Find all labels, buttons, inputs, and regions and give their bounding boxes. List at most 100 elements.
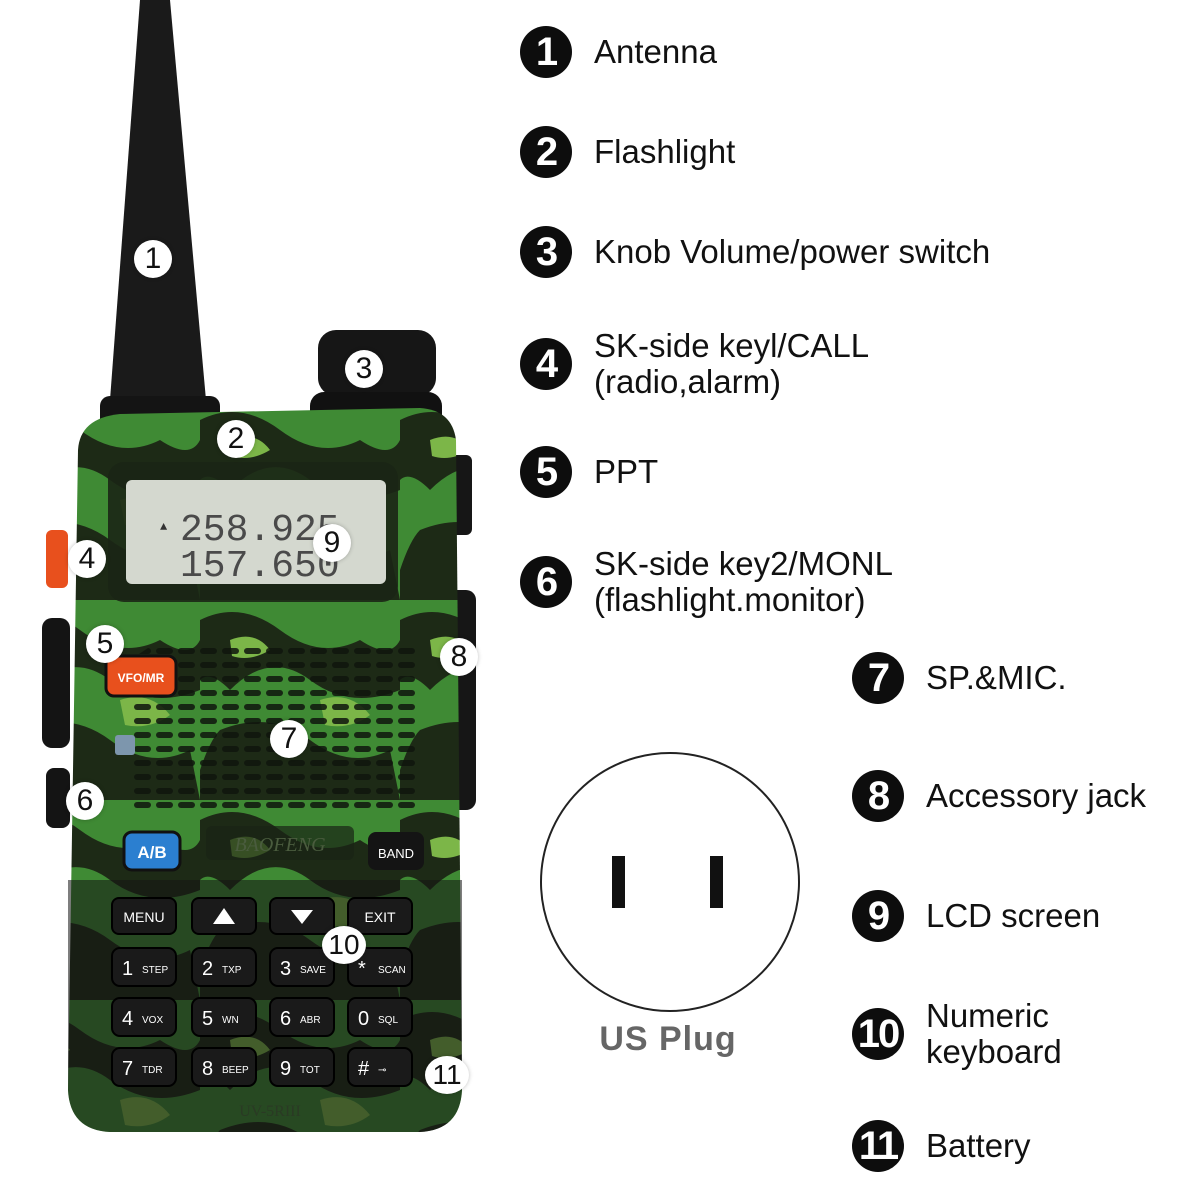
keypad-digit: 7 [122, 1058, 133, 1080]
radio-drawing: ▲ 258.925 157.650 VFO/MR A/B BAOFENG BAN… [42, 0, 476, 1132]
keypad-digit: 2 [202, 958, 213, 980]
legend-number: 8 [852, 770, 904, 822]
legend-label: Antenna [594, 33, 717, 70]
callout-accessory-jack: 8 [440, 638, 478, 676]
callout-speaker: 7 [270, 720, 308, 758]
legend-item-speaker: 7 SP.&MIC. [852, 652, 1067, 704]
keypad-key-k4 [111, 997, 177, 1037]
keypad-key-k5 [191, 997, 257, 1037]
callout-battery: 11 [425, 1056, 469, 1094]
legend-label: LCD screen [926, 897, 1101, 934]
callout-keypad: 10 [322, 926, 366, 964]
legend-number: 1 [520, 26, 572, 78]
model-label: UV-5RIII [239, 1103, 301, 1120]
legend-number: 2 [520, 126, 572, 178]
legend-item-accessory-jack: 8 Accessory jack [852, 770, 1146, 822]
keypad-digit: # [358, 1058, 370, 1080]
up-arrow-icon [213, 908, 235, 924]
keypad-sub-label: SQL [378, 1015, 398, 1026]
keypad-sub-label: ⊸ [378, 1065, 386, 1076]
lcd-marker: ▲ [160, 520, 168, 534]
sk-side-key2 [46, 768, 70, 828]
legend-label: SP.&MIC. [926, 659, 1067, 696]
legend-item-battery: 11 Battery [852, 1120, 1031, 1172]
ptt-button [42, 618, 70, 748]
led-indicator [115, 735, 135, 755]
keypad-key-k9 [269, 1047, 335, 1087]
keypad-digit: 6 [280, 1008, 291, 1030]
plug-label: US Plug [599, 1020, 737, 1058]
callout-lcd: 9 [313, 524, 351, 562]
us-plug-outlet [540, 752, 800, 1012]
svg-text:MENU: MENU [123, 909, 164, 925]
legend-item-ptt: 5 PPT [520, 446, 658, 498]
keypad-sub-label: WN [222, 1015, 239, 1026]
keypad-digit: 1 [122, 958, 133, 980]
legend-number: 3 [520, 226, 572, 278]
keypad-digit: 4 [122, 1008, 133, 1030]
svg-text:BAND: BAND [378, 846, 414, 861]
legend-label: SK-side key2/MONL (flashlight.monitor) [594, 545, 893, 618]
svg-text:VFO/MR: VFO/MR [118, 671, 165, 685]
legend-label: Battery [926, 1127, 1031, 1164]
legend-number: 10 [852, 1008, 904, 1060]
brand-logo: BAOFENG [234, 834, 326, 856]
keypad-digit: 0 [358, 1008, 369, 1030]
keypad-digit: 3 [280, 958, 291, 980]
legend-item-antenna: 1 Antenna [520, 26, 717, 78]
legend-item-sk-key2: 6 SK-side key2/MONL (flashlight.monitor) [520, 546, 893, 618]
keypad-key-k8 [191, 1047, 257, 1087]
exit-key [347, 897, 413, 935]
keypad-digit: 5 [202, 1008, 213, 1030]
keypad-sub-label: SCAN [378, 965, 406, 976]
keypad-sub-label: TXP [222, 965, 242, 976]
legend-label: Numeric keyboard [926, 997, 1062, 1070]
keypad-key-k7 [111, 1047, 177, 1087]
band-button [368, 832, 424, 870]
svg-text:A/B: A/B [137, 843, 166, 862]
keypad-sub-label: SAVE [300, 965, 326, 976]
legend-label: Knob Volume/power switch [594, 233, 991, 270]
keypad-key-kstar [347, 947, 413, 987]
callout-flashlight: 2 [217, 420, 255, 458]
sk-side-key1 [46, 530, 68, 588]
callout-sk-key2: 6 [66, 782, 104, 820]
antenna [110, 0, 206, 400]
legend-label: Flashlight [594, 133, 736, 170]
legend-item-flashlight: 2 Flashlight [520, 126, 735, 178]
plug-prong-left [612, 856, 625, 908]
callout-ptt: 5 [86, 625, 124, 663]
legend-label: SK-side keyl/CALL (radio,alarm) [594, 327, 870, 400]
legend-number: 6 [520, 556, 572, 608]
callout-knob: 3 [345, 350, 383, 388]
svg-text:EXIT: EXIT [364, 909, 396, 925]
keypad-sub-label: ABR [300, 1015, 321, 1026]
legend-item-lcd: 9 LCD screen [852, 890, 1100, 942]
keypad-digit: 8 [202, 1058, 213, 1080]
keypad-sub-label: TDR [142, 1065, 163, 1076]
callout-antenna: 1 [134, 240, 172, 278]
legend-number: 9 [852, 890, 904, 942]
legend-label: PPT [594, 453, 659, 490]
callout-sk-key1: 4 [68, 540, 106, 578]
lcd-line-2: 157.650 [180, 545, 340, 588]
keypad-sub-label: BEEP [222, 1065, 249, 1076]
menu-key [111, 897, 177, 935]
keypad-sub-label: TOT [300, 1065, 320, 1076]
keypad-key-k0 [347, 997, 413, 1037]
vfo-mr-button [104, 654, 178, 698]
keypad-sub-label: STEP [142, 965, 168, 976]
down-arrow-icon [291, 910, 313, 924]
legend-number: 11 [852, 1120, 904, 1172]
legend-item-keypad: 10 Numeric keyboard [852, 998, 1062, 1070]
ab-button [122, 830, 182, 872]
legend-number: 5 [520, 446, 572, 498]
keypad-key-khash [347, 1047, 413, 1087]
radio-illustration: ▲ 258.925 157.650 VFO/MR A/B BAOFENG BAN… [0, 0, 520, 1200]
keypad-key-k1 [111, 947, 177, 987]
legend-label: Accessory jack [926, 777, 1147, 814]
legend-number: 4 [520, 338, 572, 390]
keypad-sub-label: VOX [142, 1015, 163, 1026]
keypad-key-k6 [269, 997, 335, 1037]
keypad-digit: 9 [280, 1058, 291, 1080]
